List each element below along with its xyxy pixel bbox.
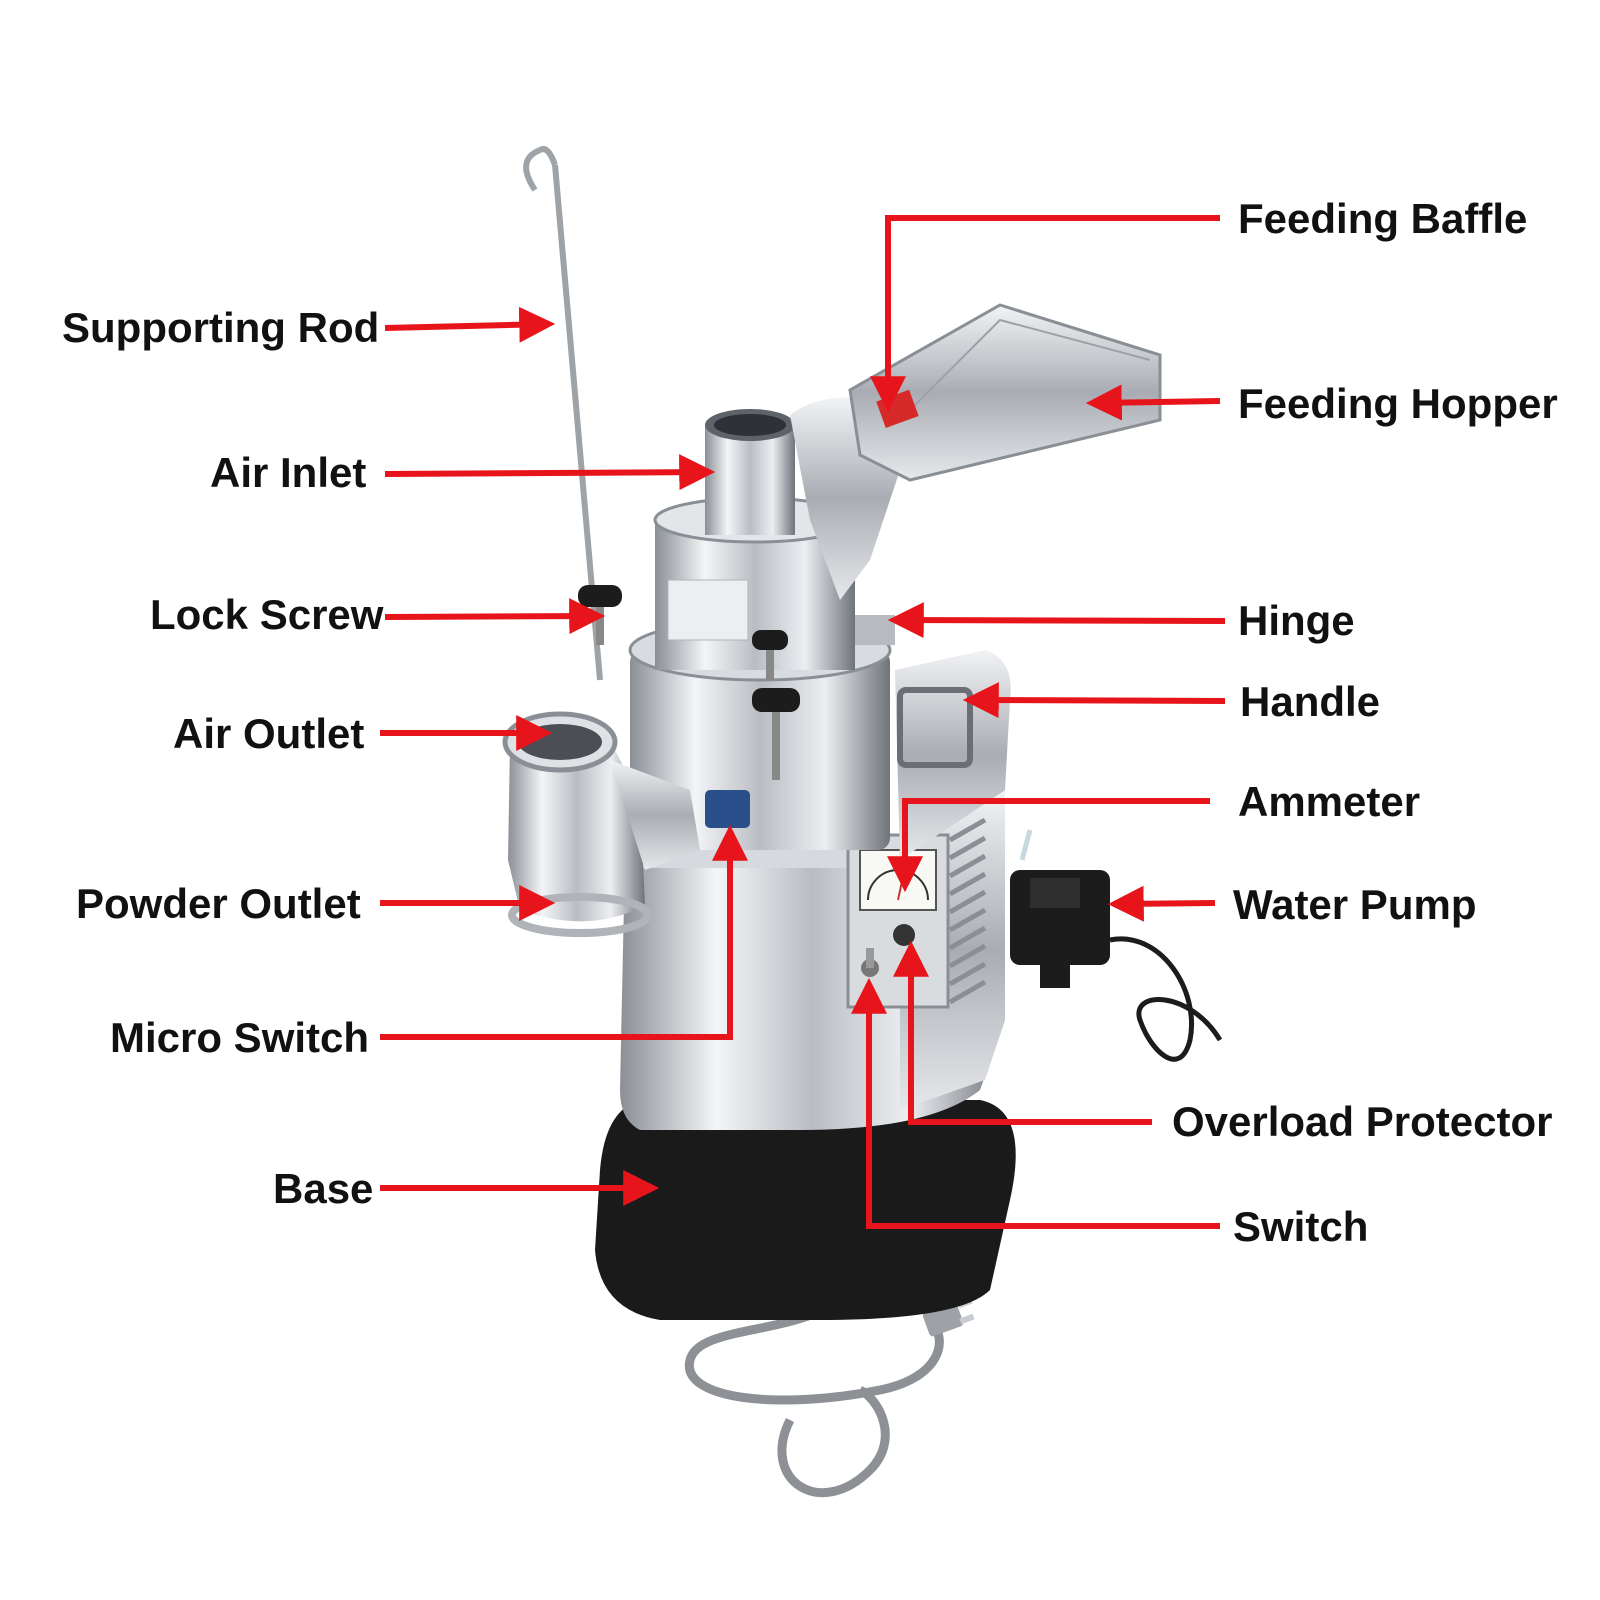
nameplate: [667, 579, 749, 641]
rod-hook: [523, 146, 558, 192]
arrow-air-inlet: [384, 454, 716, 491]
label-micro-switch: Micro Switch: [110, 1014, 370, 1061]
label-lock-screw: Lock Screw: [150, 591, 384, 638]
pump-cord: [1109, 936, 1223, 1062]
powder-outlet-body: [508, 740, 645, 922]
label-powder-outlet: Powder Outlet: [76, 880, 361, 927]
arrow-hinge: [887, 602, 1226, 639]
powder-outlet-ring: [508, 893, 652, 937]
callout-arrows: [380, 215, 1226, 1229]
arrow-water-pump: [1107, 885, 1216, 922]
label-air-outlet: Air Outlet: [173, 710, 365, 757]
water-pump: [1010, 829, 1110, 988]
arrow-lock-screw: [384, 598, 606, 635]
vent-slots: [948, 817, 987, 1005]
lock-screw-knob-2: [752, 688, 800, 780]
label-overload-protector: Overload Protector: [1172, 1098, 1553, 1145]
arrow-feeding-hopper: [1085, 384, 1221, 421]
lock-screw-knob-3: [752, 630, 788, 680]
overload-protector-knob: [893, 924, 915, 946]
label-feeding-hopper: Feeding Hopper: [1238, 380, 1558, 427]
label-ammeter: Ammeter: [1238, 778, 1421, 825]
arrow-supporting-rod: [384, 306, 556, 343]
arrow-micro-switch: [380, 824, 748, 1040]
label-switch: Switch: [1233, 1203, 1369, 1250]
grinding-chamber-ring: [630, 650, 890, 850]
label-feeding-baffle: Feeding Baffle: [1238, 195, 1528, 242]
arrow-handle: [962, 682, 1226, 719]
arrow-ammeter: [887, 798, 1210, 893]
arrow-switch: [851, 977, 1220, 1229]
power-cord-loop: [777, 1385, 890, 1498]
base-shape: [595, 1100, 1016, 1320]
label-hinge: Hinge: [1238, 597, 1355, 644]
label-water-pump: Water Pump: [1233, 881, 1477, 928]
arrow-overload-protector: [893, 940, 1152, 1125]
ammeter-gauge: [859, 849, 937, 911]
label-handle: Handle: [1240, 678, 1381, 725]
power-cord: [684, 1277, 944, 1405]
hinge-shape: [855, 615, 895, 645]
micro-switch-shape: [705, 790, 750, 828]
label-base: Base: [273, 1165, 374, 1212]
label-air-inlet: Air Inlet: [210, 449, 367, 496]
hopper-shape: [848, 303, 1162, 482]
air-inlet-pipe: [705, 425, 795, 535]
body-band: [620, 850, 900, 868]
handle-bar: [897, 687, 973, 768]
arrow-feeding-baffle: [870, 215, 1220, 413]
label-supporting-rod: Supporting Rod: [62, 304, 380, 351]
